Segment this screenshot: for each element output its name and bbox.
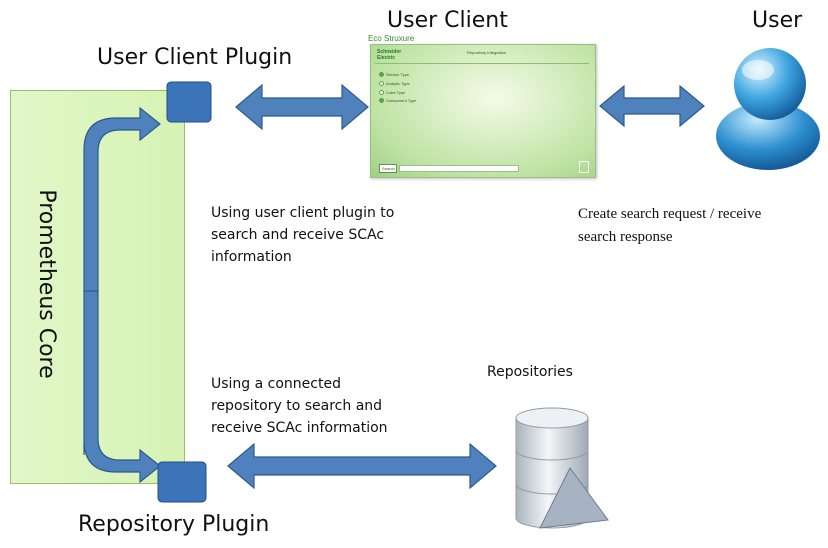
user-label: User	[752, 8, 803, 33]
triangle-shape	[539, 467, 609, 529]
user-client-plugin-label: User Client Plugin	[97, 45, 293, 70]
repository-plugin-label: Repository Plugin	[78, 512, 270, 537]
menu-item-component-type[interactable]: Component Type	[386, 98, 417, 103]
search-button-label: Search	[382, 166, 395, 171]
search-button[interactable]: Search	[379, 164, 397, 173]
plugin-note: Using user client plugin to search and r…	[211, 205, 395, 265]
menu-item-analytic-type[interactable]: Analytic Type	[386, 81, 410, 86]
corner-icon	[579, 161, 589, 173]
plugin-client-arrow	[235, 83, 369, 131]
database-icon	[515, 407, 609, 529]
ecostruxure-logo: Eco Struxure	[368, 34, 415, 43]
core-connector-arrow	[83, 106, 161, 484]
menu-item-service-type[interactable]: Service Type	[386, 72, 410, 77]
repository-plugin-box	[157, 461, 207, 503]
user-client-window: Schneider Electric Repository Integratio…	[370, 44, 596, 178]
schneider-logo: Schneider Electric	[377, 49, 402, 61]
repository-arrow	[227, 442, 497, 490]
menu-item-cube-type[interactable]: Cube Type	[386, 90, 406, 95]
request-note: Create search request / receive search r…	[578, 206, 762, 245]
window-title: Repository Integration	[467, 50, 507, 55]
repositories-label: Repositories	[487, 364, 573, 380]
user-client-plugin-box	[166, 81, 212, 123]
user-icon	[716, 48, 820, 170]
repository-note: Using a connected repository to search a…	[211, 376, 388, 436]
search-input[interactable]	[399, 165, 519, 172]
user-client-label: User Client	[387, 8, 508, 33]
client-user-arrow	[599, 84, 705, 128]
